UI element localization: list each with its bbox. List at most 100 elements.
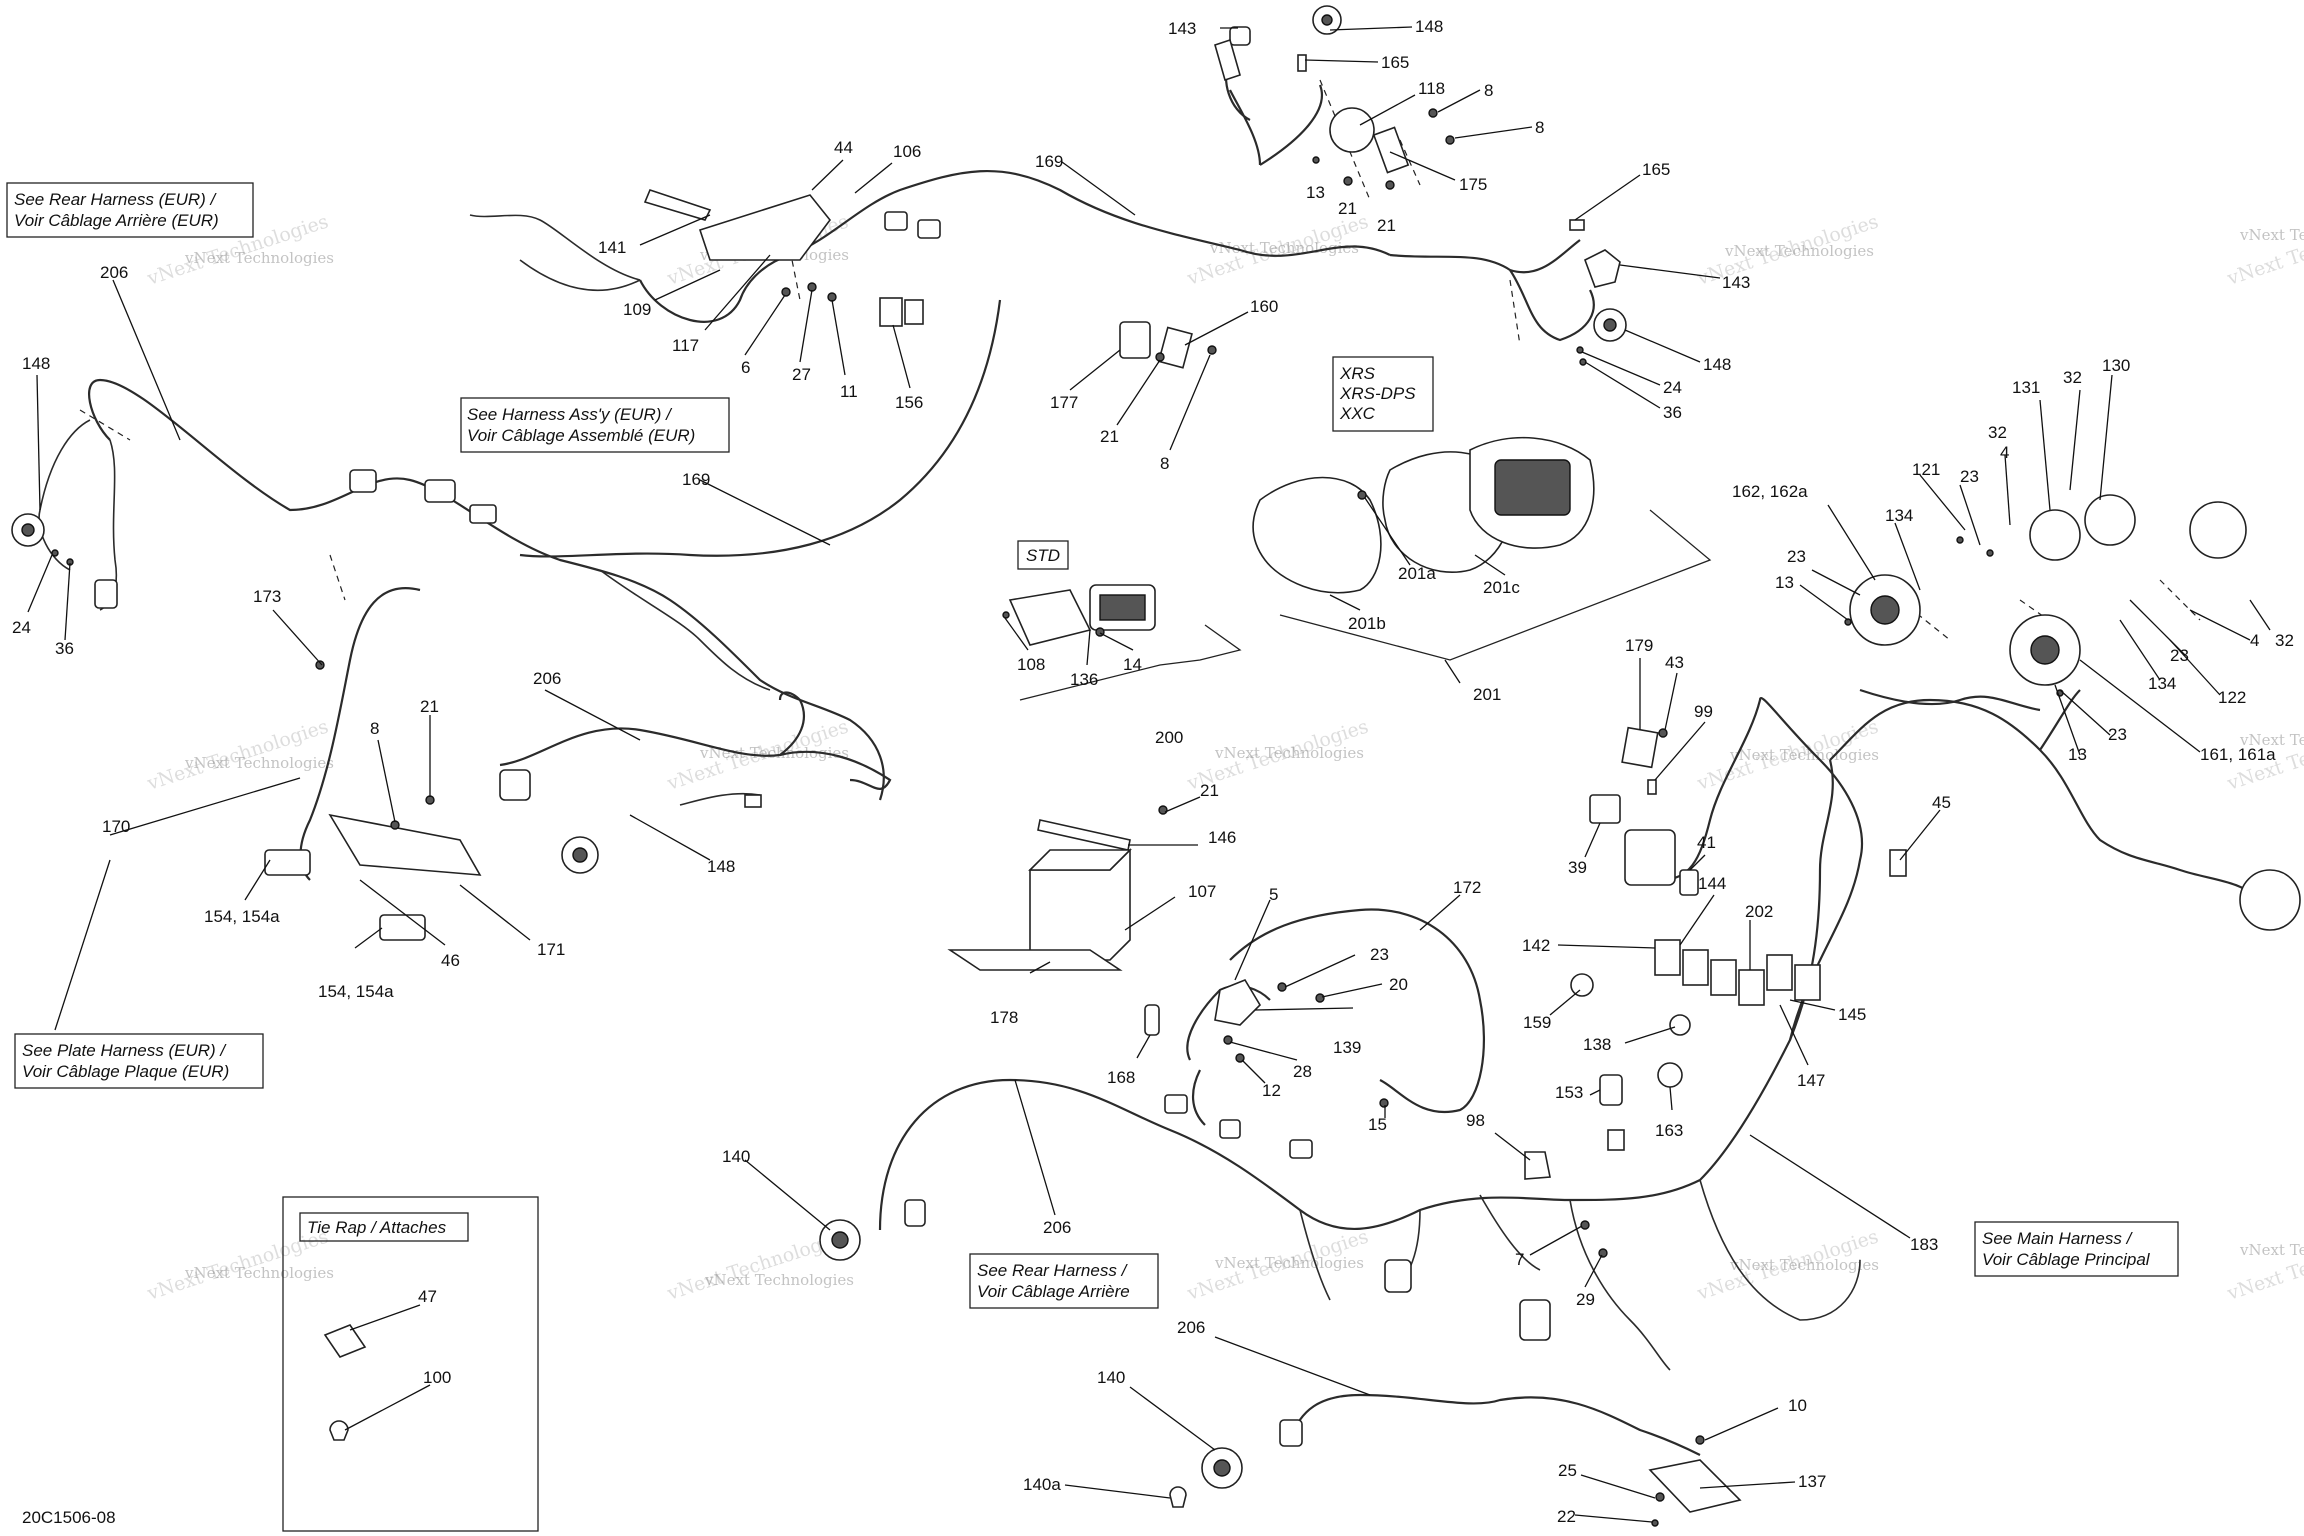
- callout-41: 41: [1697, 833, 1716, 852]
- callout-99: 99: [1694, 702, 1713, 721]
- bulb-140a: [1169, 1486, 1187, 1508]
- module-177: [1119, 321, 1151, 359]
- watermark-layer: vNext Technologies vNext Technologies vN…: [144, 211, 2304, 1306]
- callout-leaders: [27, 26, 2271, 1523]
- fuse-block-142b: [1682, 949, 1709, 986]
- callout-140a: 140a: [1023, 1475, 1061, 1494]
- connector-106b: [917, 219, 941, 239]
- leader: [854, 162, 893, 194]
- leader: [27, 554, 53, 613]
- callout-169: 169: [1035, 152, 1063, 171]
- callout-8: 8: [370, 719, 379, 738]
- connector-206-mid-c: [1289, 1139, 1313, 1159]
- bracket-175: [1372, 126, 1410, 174]
- leader: [1581, 351, 1661, 386]
- gauge-201-display: [1494, 459, 1571, 516]
- harness-206-mid: [499, 691, 892, 790]
- callout-21: 21: [420, 697, 439, 716]
- leader: [1574, 174, 1641, 221]
- callout-179: 179: [1625, 636, 1653, 655]
- leader: [459, 884, 531, 941]
- callout-39: 39: [1568, 858, 1587, 877]
- leader: [1664, 672, 1678, 731]
- callout-138: 138: [1583, 1035, 1611, 1054]
- leader: [1789, 999, 1836, 1011]
- callout-145: 145: [1838, 1005, 1866, 1024]
- harness-206-bottom: [1288, 1393, 1701, 1456]
- callout-122: 122: [2218, 688, 2246, 707]
- callout-32: 32: [1988, 423, 2007, 442]
- callout-13: 13: [1775, 573, 1794, 592]
- sensor-163: [1657, 1062, 1683, 1088]
- connector-206-left: [94, 579, 118, 609]
- callout-153: 153: [1555, 1083, 1583, 1102]
- leader: [1129, 1386, 1216, 1451]
- callout-6: 6: [741, 358, 750, 377]
- screw-15: [1379, 1098, 1389, 1108]
- callout-98: 98: [1466, 1111, 1485, 1130]
- callout-43: 43: [1665, 653, 1684, 672]
- watermark: vNext Technologies: [699, 744, 849, 762]
- screw-29: [1598, 1248, 1608, 1258]
- screw-4: [1986, 549, 1994, 557]
- leader: [2079, 659, 2201, 753]
- watermark: vNext Technologies: [2224, 211, 2304, 291]
- callout-148: 148: [1415, 17, 1443, 36]
- callout-178: 178: [990, 1008, 1018, 1027]
- leader: [639, 214, 711, 246]
- dash-line: [789, 249, 801, 301]
- callout-118: 118: [1418, 79, 1445, 98]
- callout-171: 171: [537, 940, 565, 959]
- leader: [1669, 1086, 1673, 1111]
- callout-142: 142: [1522, 936, 1550, 955]
- callout-206: 206: [1177, 1318, 1205, 1337]
- main-harness-183-branch: [1569, 1179, 1861, 1371]
- screw-23: [1956, 536, 1964, 544]
- callout-136: 136: [1070, 670, 1098, 689]
- note-box-rear-harness: [969, 1253, 1159, 1309]
- leader: [2169, 639, 2221, 696]
- watermark: vNext Technologies: [1729, 1256, 1879, 1274]
- callout-8: 8: [1160, 454, 1169, 473]
- relay-156b: [904, 299, 924, 325]
- buzzer-118: [1329, 107, 1375, 153]
- connector-45: [1889, 849, 1907, 877]
- screw-7: [1580, 1220, 1590, 1230]
- watermark: vNext Technologies: [2239, 731, 2304, 749]
- leader: [1061, 161, 1136, 216]
- note-xrs-1: XRS: [1339, 364, 1376, 383]
- harness-right-upper: [1859, 688, 2041, 712]
- callout-36: 36: [55, 639, 74, 658]
- callout-172: 172: [1453, 878, 1481, 897]
- callout-177: 177: [1050, 393, 1078, 412]
- screw-6: [781, 287, 791, 297]
- leader: [1704, 1407, 1779, 1441]
- harness-206-top: [88, 378, 885, 801]
- fuse-block-142d: [1738, 969, 1765, 1006]
- harness-206-branch2: [599, 569, 771, 691]
- sensor-148-mid-center: [572, 847, 588, 863]
- leader: [1304, 59, 1379, 63]
- leader: [1589, 1089, 1601, 1096]
- sensor-148-top-center: [1321, 14, 1333, 26]
- leader: [112, 279, 181, 441]
- callout-5: 5: [1269, 885, 1278, 904]
- gauge-bezel-std: [1008, 589, 1092, 646]
- leader: [2069, 389, 2081, 491]
- fuse-block-202: [1794, 964, 1821, 1001]
- connector-148-mid: [744, 794, 762, 808]
- connector-206-lower: [904, 1199, 926, 1227]
- nut-21: [1385, 180, 1395, 190]
- callout-130: 130: [2102, 356, 2130, 375]
- callout-23: 23: [1370, 945, 1389, 964]
- leader: [1494, 1132, 1531, 1161]
- connector-183a: [1384, 1259, 1412, 1293]
- tie-rap-box: [282, 1196, 539, 1532]
- callout-154: 154, 154a: [204, 907, 280, 926]
- screw-13: [1312, 156, 1320, 164]
- note-xrs-2: XRS-DPS: [1339, 384, 1416, 403]
- dash-line: [1509, 279, 1521, 346]
- harness-169-top: [639, 170, 1391, 323]
- note-plate-harness-eur-1: See Plate Harness (EUR) /: [22, 1041, 227, 1060]
